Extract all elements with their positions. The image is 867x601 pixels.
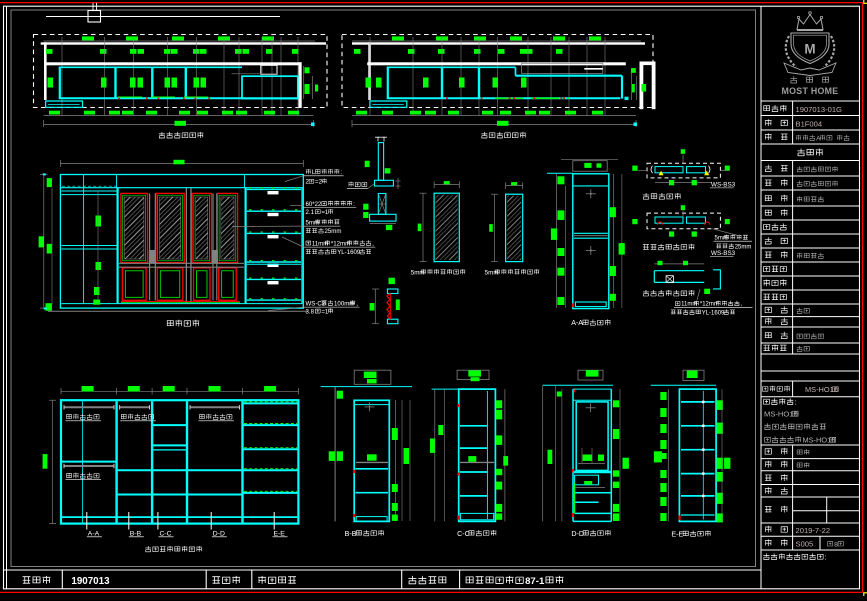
svg-text:2019-7-22: 2019-7-22 — [796, 526, 831, 535]
svg-text:C-C: C-C — [160, 530, 172, 537]
svg-text:B-B: B-B — [130, 530, 142, 537]
svg-text:E-E: E-E — [274, 530, 286, 537]
svg-text:D-D: D-D — [571, 530, 584, 538]
svg-text:,: , — [372, 240, 374, 247]
svg-text:1907013: 1907013 — [71, 576, 110, 587]
svg-text:D-D: D-D — [213, 530, 225, 537]
svg-text:A-A: A-A — [571, 319, 583, 327]
svg-text:25mm: 25mm — [325, 228, 342, 235]
svg-text:S005: S005 — [796, 539, 814, 548]
svg-text:MS-HO10: MS-HO10 — [764, 410, 798, 419]
svg-text:WS-BS3: WS-BS3 — [711, 250, 736, 257]
svg-text:MS-HO10: MS-HO10 — [805, 385, 838, 394]
svg-text:YL-1609: YL-1609 — [337, 249, 361, 256]
svg-text:25mm: 25mm — [735, 244, 752, 250]
svg-text:8: 8 — [834, 541, 838, 548]
svg-text::: : — [825, 553, 827, 562]
svg-text:WS-BS3: WS-BS3 — [711, 181, 736, 188]
svg-text:B-B: B-B — [345, 530, 357, 538]
svg-text:=1: =1 — [321, 308, 329, 315]
svg-text:=1: =1 — [321, 209, 329, 216]
svg-text:L: L — [312, 169, 316, 176]
svg-text:B1F004: B1F004 — [796, 119, 823, 128]
svg-text:MS-HO10: MS-HO10 — [802, 436, 835, 445]
svg-text:60*22: 60*22 — [306, 201, 323, 208]
svg-text:2.1: 2.1 — [306, 209, 315, 216]
svg-text:=2: =2 — [315, 179, 323, 186]
svg-text::: : — [795, 398, 797, 407]
svg-text:M: M — [804, 42, 815, 57]
svg-text::: : — [353, 201, 355, 208]
svg-text:11mm: 11mm — [681, 302, 697, 308]
svg-text:C-C: C-C — [457, 530, 470, 538]
svg-text:WS-C2: WS-C2 — [306, 300, 326, 307]
svg-text:5mm: 5mm — [485, 269, 499, 276]
svg-text:MOST HOME: MOST HOME — [782, 86, 839, 96]
svg-text:5mm: 5mm — [715, 236, 728, 242]
svg-text:E-E: E-E — [671, 530, 683, 538]
svg-text::: : — [340, 169, 342, 176]
svg-text:87-1: 87-1 — [525, 576, 545, 587]
svg-text:3.8: 3.8 — [306, 308, 315, 315]
svg-text:5mm: 5mm — [411, 269, 425, 276]
svg-text:1907013-01G: 1907013-01G — [796, 105, 843, 114]
svg-text:A-A: A-A — [88, 530, 100, 537]
svg-text:YL-1609: YL-1609 — [702, 310, 725, 316]
svg-text:,: , — [356, 300, 358, 307]
